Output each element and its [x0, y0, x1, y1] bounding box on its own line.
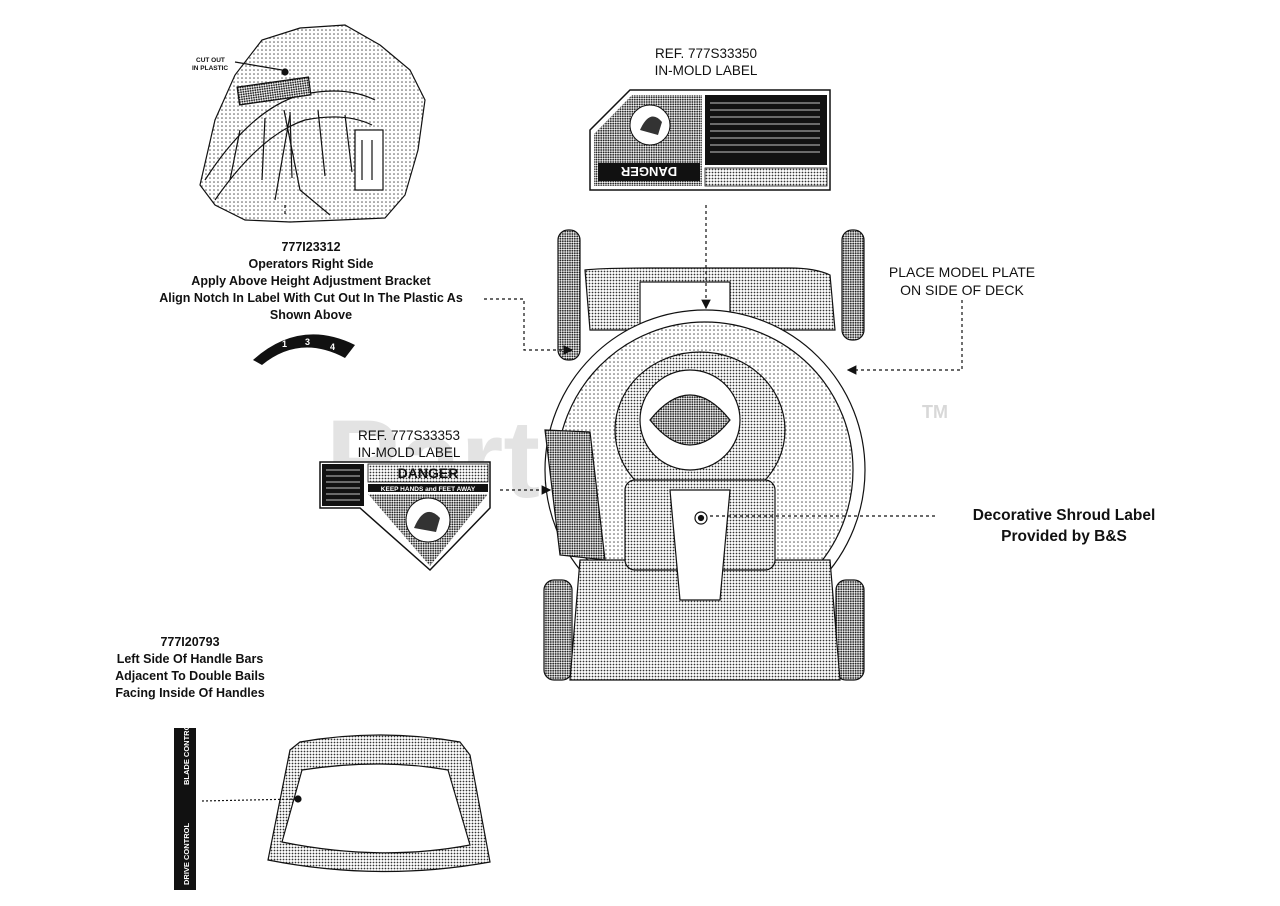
handle-bar-sketch — [201, 734, 491, 873]
handle-label-line-3: Facing Inside Of Handles — [115, 686, 265, 700]
danger-text-top: DANGER — [620, 164, 677, 179]
label-top-ref: REF. 777S33350 — [655, 46, 757, 61]
shroud-line-1: Decorative Shroud Label — [972, 507, 1156, 524]
bail-control-label: BLADE CONTROL DRIVE CONTROL — [174, 720, 196, 890]
height-label-part: 777I23312 — [281, 240, 341, 254]
in-plastic-label: IN PLASTIC — [192, 65, 228, 72]
label-top-type: IN-MOLD LABEL — [655, 63, 758, 78]
shroud-line-2: Provided by B&S — [1001, 528, 1127, 545]
height-label-callout: 777I23312 Operators Right Side Apply Abo… — [118, 239, 504, 324]
keep-away-text: KEEP HANDS and FEET AWAY — [381, 486, 476, 493]
handle-label-line-1: Left Side Of Handle Bars — [116, 652, 264, 666]
blade-control-text: BLADE CONTROL — [182, 720, 191, 785]
watermark-tm: TM — [922, 402, 948, 422]
danger-label-top: DANGER — [589, 89, 831, 191]
leader-lines — [284, 205, 963, 517]
height-label-line-1: Operators Right Side — [248, 257, 374, 271]
height-label-line-3: Align Notch In Label With Cut Out In The… — [159, 291, 463, 305]
label-mid-ref: REF. 777S33353 — [358, 428, 460, 443]
danger-label-mid: DANGER KEEP HANDS and FEET AWAY — [319, 461, 491, 572]
model-plate-line-2: ON SIDE OF DECK — [900, 282, 1024, 298]
height-label-decal: 1 3 4 — [253, 334, 355, 365]
height-mark-1: 1 — [282, 339, 287, 349]
handle-label-part: 777I20793 — [160, 635, 220, 649]
model-plate-line-1: PLACE MODEL PLATE — [888, 264, 1036, 280]
model-plate-callout: PLACE MODEL PLATE ON SIDE OF DECK — [862, 263, 1062, 299]
handle-label-line-2: Adjacent To Double Bails — [115, 669, 265, 683]
height-label-line-4: Shown Above — [269, 308, 353, 322]
shroud-callout: Decorative Shroud Label Provided by B&S — [932, 505, 1196, 547]
mower-top-view — [543, 229, 866, 681]
height-label-line-2: Apply Above Height Adjustment Bracket — [191, 274, 431, 288]
handle-label-callout: 777I20793 Left Side Of Handle Bars Adjac… — [80, 634, 300, 702]
height-mark-4: 4 — [330, 342, 335, 352]
danger-text-mid: DANGER — [398, 465, 459, 481]
height-mark-3: 3 — [305, 337, 310, 347]
height-bracket-sketch — [199, 24, 426, 223]
label-mid-type: IN-MOLD LABEL — [358, 445, 461, 460]
cut-out-label: CUT OUT — [196, 57, 225, 64]
drive-control-text: DRIVE CONTROL — [182, 822, 191, 885]
